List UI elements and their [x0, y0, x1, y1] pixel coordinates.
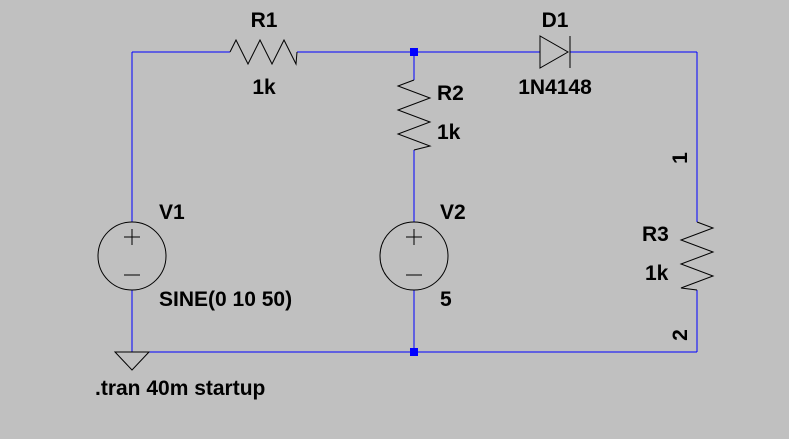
- r1-name-label: R1: [251, 9, 278, 32]
- v2-name-label: V2: [440, 201, 466, 224]
- resistor-r1[interactable]: [229, 38, 298, 66]
- r2-name-label: R2: [437, 82, 464, 105]
- v1-value-label: SINE(0 10 50): [159, 288, 292, 311]
- v1-name-label: V1: [159, 201, 185, 224]
- r3-pin1-label: 1: [669, 152, 692, 164]
- r2-value-label: 1k: [437, 121, 461, 144]
- v2-value-label: 5: [440, 288, 452, 311]
- r1-value-label: 1k: [252, 76, 276, 99]
- ground-icon[interactable]: [113, 351, 151, 371]
- voltage-source-v1[interactable]: [97, 221, 167, 291]
- resistor-r2[interactable]: [396, 79, 432, 151]
- r3-name-label: R3: [642, 223, 669, 246]
- junction-top: [410, 48, 418, 56]
- diode-d1[interactable]: [539, 35, 571, 69]
- junction-bottom: [410, 348, 418, 356]
- r3-value-label: 1k: [645, 262, 669, 285]
- spice-directive[interactable]: .tran 40m startup: [95, 377, 265, 400]
- voltage-source-v2[interactable]: [379, 221, 449, 291]
- d1-name-label: D1: [542, 9, 569, 32]
- d1-model-label: 1N4148: [518, 76, 592, 99]
- resistor-r3[interactable]: [679, 221, 715, 291]
- r3-pin2-label: 2: [669, 329, 692, 341]
